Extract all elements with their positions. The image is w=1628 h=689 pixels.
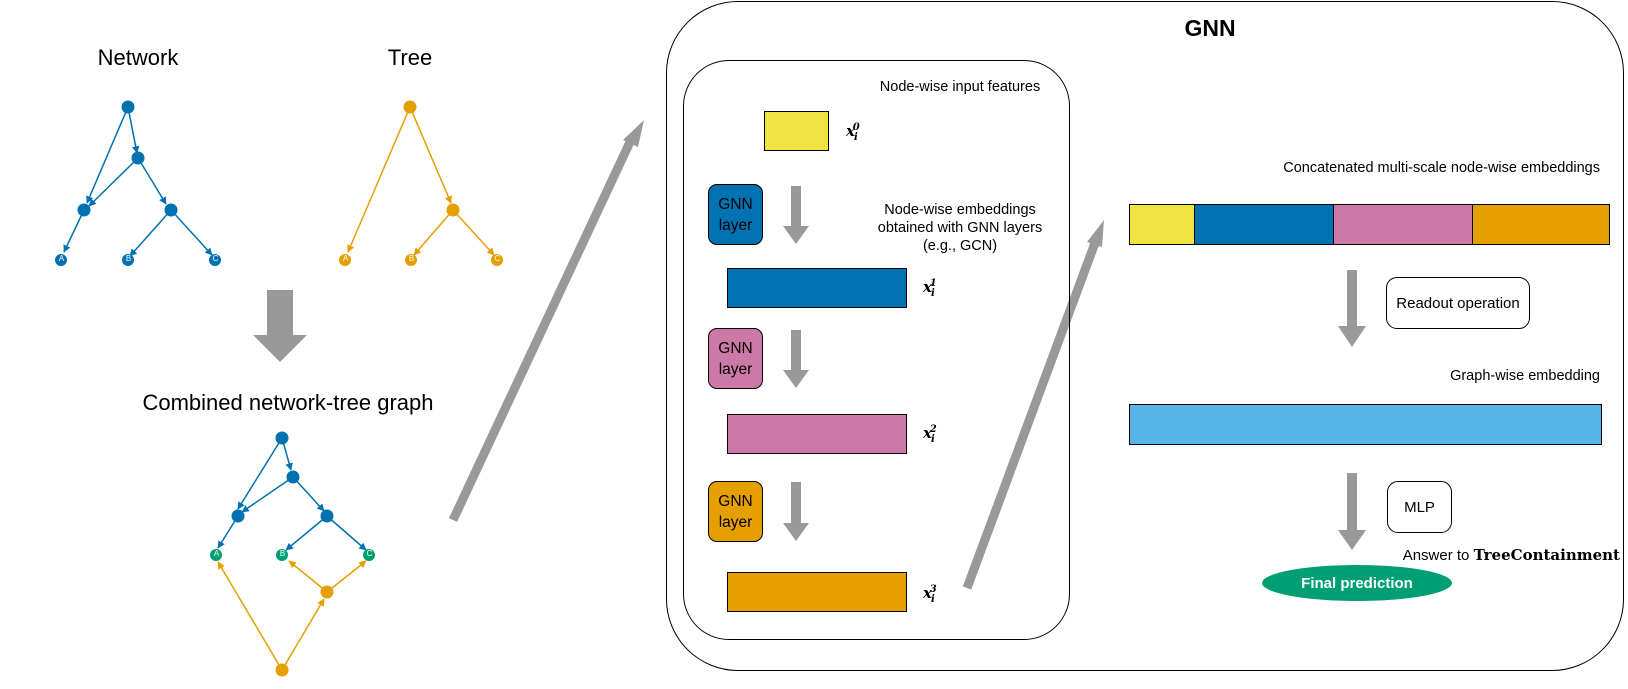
combined-graph-title: Combined network-tree graph <box>142 390 434 415</box>
embeddings-label-line1: Node-wise embeddings <box>884 202 1036 218</box>
concat-segment-2 <box>1334 205 1473 244</box>
combined-leaf-b-label: B <box>279 549 286 558</box>
embeddings-label-line3: (e.g., GCN) <box>922 238 998 254</box>
x3-label: xi3 <box>923 584 937 605</box>
answer-problem-name: TreeContainment <box>1473 546 1620 564</box>
embeddings-label-line2: obtained with GNN layers <box>877 220 1043 236</box>
combined-graph-tree-edges <box>217 560 367 671</box>
embedding-bar-2 <box>727 414 907 454</box>
to-concat-arrow-shaft <box>962 241 1100 590</box>
concat-label: Concatenated multi-scale node-wise embed… <box>1283 160 1600 176</box>
network-leaf-c-label: C <box>212 254 219 263</box>
gnn-layer-3: GNN layer <box>708 481 763 542</box>
gnn-outer-box <box>666 1 1624 671</box>
network-nodes <box>55 100 221 266</box>
x1-label: xi1 <box>923 278 937 299</box>
tree-nodes <box>339 100 503 266</box>
layer-arrow-3 <box>783 482 809 541</box>
gnn-layer-1-line2: layer <box>718 216 753 234</box>
layer-arrow-1 <box>783 186 809 244</box>
x0-label: xi0 <box>846 122 860 143</box>
to-concat-arrow-head <box>1087 220 1104 247</box>
combine-arrow <box>253 290 307 362</box>
gnn-layer-1: GNN layer <box>708 184 763 245</box>
network-title: Network <box>97 45 179 70</box>
combined-graph-nodes <box>210 431 375 677</box>
answer-label: Answer to TreeContainment <box>1370 546 1620 564</box>
network-leaf-a-label: A <box>58 254 65 263</box>
network-graph <box>63 106 213 257</box>
gnn-layer-3-line1: GNN <box>718 492 753 510</box>
concat-embedding-bar <box>1129 204 1610 245</box>
answer-prefix: Answer to <box>1402 547 1474 564</box>
x2-label: xi2 <box>923 424 937 445</box>
readout-arrow <box>1338 270 1366 347</box>
concat-segment-1 <box>1195 205 1334 244</box>
tree-title: Tree <box>387 45 433 70</box>
mlp-box: MLP <box>1387 481 1452 533</box>
input-features-label: Node-wise input features <box>879 79 1041 95</box>
gnn-layer-2-line1: GNN <box>718 339 753 357</box>
gnn-layer-2-line2: layer <box>718 360 753 378</box>
concat-segment-input <box>1130 205 1195 244</box>
tree-leaf-b-label: B <box>408 254 415 263</box>
gnn-layer-1-line1: GNN <box>718 195 753 213</box>
tree-leaf-c-label: C <box>494 254 501 263</box>
embedding-bar-1 <box>727 268 907 308</box>
gnn-inner-box <box>683 60 1070 640</box>
combined-graph-network-edges <box>217 437 367 551</box>
gnn-layer-3-line2: layer <box>718 513 753 531</box>
concat-segment-3 <box>1473 205 1609 244</box>
to-gnn-arrow-head <box>623 120 644 147</box>
embeddings-label: Node-wise embeddings obtained with GNN l… <box>855 201 1065 255</box>
readout-operation-box: Readout operation <box>1386 277 1530 329</box>
mlp-arrow <box>1338 473 1366 550</box>
network-leaf-b-label: B <box>125 254 132 263</box>
graph-embedding-label: Graph-wise embedding <box>1450 368 1600 384</box>
to-gnn-arrow-shaft <box>448 140 635 522</box>
embedding-bar-3 <box>727 572 907 612</box>
combined-leaf-a-label: A <box>213 549 220 558</box>
combined-leaf-c-label: C <box>366 549 373 558</box>
gnn-layer-2: GNN layer <box>708 328 763 389</box>
gnn-title: GNN <box>1184 15 1236 41</box>
input-feature-bar <box>764 111 829 151</box>
tree-leaf-a-label: A <box>342 254 349 263</box>
tree-graph <box>347 106 495 256</box>
final-prediction-ellipse: Final prediction <box>1262 565 1452 601</box>
graph-embedding-bar <box>1129 404 1602 445</box>
layer-arrow-2 <box>783 330 809 388</box>
